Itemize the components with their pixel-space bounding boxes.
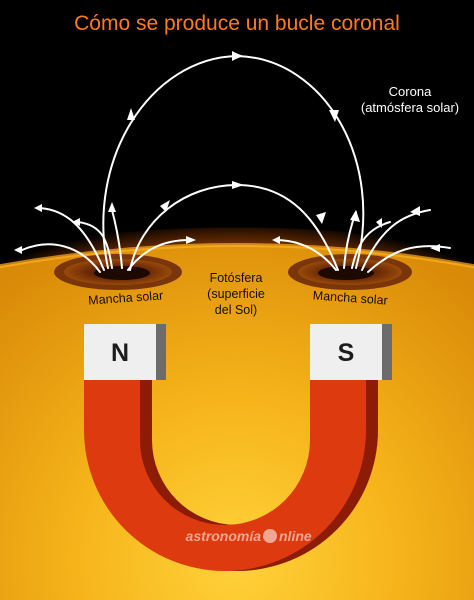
arrowhead-left-3 (72, 218, 80, 226)
arrowhead-left-2 (34, 204, 42, 212)
field-line-left-3 (77, 221, 113, 269)
south-pole-label: S (338, 339, 355, 367)
magnet-north-cap-edge (156, 324, 166, 380)
arrowhead-inner-left (160, 200, 170, 212)
sunspot-left (54, 254, 182, 290)
sun-limb (0, 243, 474, 269)
arrowhead-left-1 (14, 246, 22, 254)
arrowhead-inner-right (316, 212, 326, 224)
field-arrowheads (14, 52, 440, 254)
sunspot-right-label: Mancha solar (312, 288, 388, 307)
corona-label-line1: Corona (389, 84, 432, 99)
sunspot-left-label: Mancha solar (88, 288, 164, 307)
diagram-title: Cómo se produce un bucle coronal (74, 12, 400, 35)
watermark-o-icon (263, 529, 277, 543)
horseshoe-magnet (84, 324, 392, 571)
watermark-text-before: astronomía (186, 528, 262, 544)
arrowhead-outer-left (127, 108, 135, 120)
field-line-right-5 (274, 239, 337, 271)
arrowhead-left-4 (108, 202, 116, 212)
watermark: astronomía nline (186, 528, 312, 544)
field-line-left-4 (111, 209, 123, 269)
arrowhead-right-4 (350, 210, 360, 222)
corona-label-line2: (atmósfera solar) (361, 100, 459, 115)
arrowhead-right-1 (430, 244, 440, 252)
magnet-north-cap (84, 324, 156, 380)
arrowhead-outer-right (329, 110, 339, 122)
field-line-left-5 (127, 239, 191, 271)
magnet-south-cap (310, 324, 382, 380)
sunspot-right (288, 254, 412, 290)
photosphere-label-line2: (superficie (207, 287, 265, 301)
photosphere-label-line3: del Sol) (215, 303, 257, 317)
arrowhead-right-5 (272, 236, 280, 244)
photosphere-label-line1: Fotósfera (210, 271, 263, 285)
field-line-right-2 (361, 209, 431, 271)
field-line-right-3 (351, 221, 391, 269)
field-line-left-1 (21, 243, 101, 273)
north-pole-label: N (111, 339, 129, 367)
arrowhead-outer-top (232, 52, 244, 60)
watermark-text-after: nline (279, 528, 312, 544)
arrowhead-right-3 (376, 218, 382, 228)
magnet-south-cap-edge (382, 324, 392, 380)
magnet-body (84, 324, 366, 571)
arrowhead-left-5 (186, 236, 196, 244)
arrowhead-right-2 (410, 206, 420, 216)
arrowhead-inner-top (232, 181, 244, 189)
